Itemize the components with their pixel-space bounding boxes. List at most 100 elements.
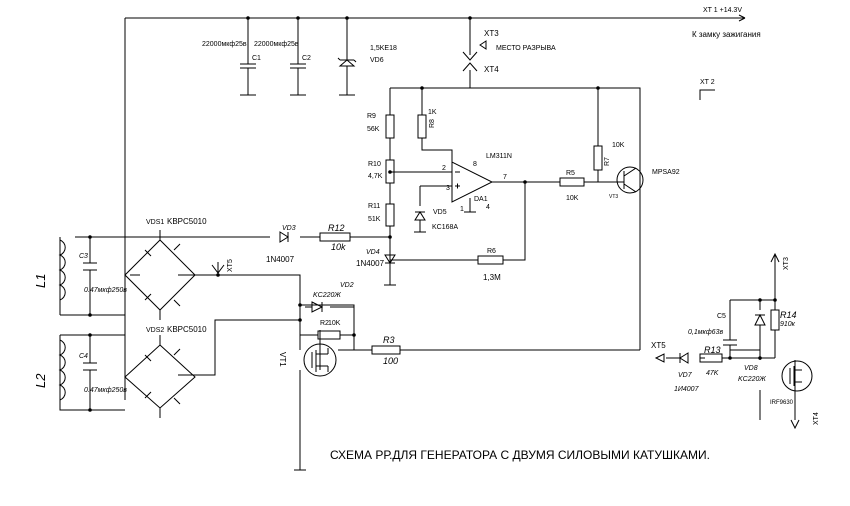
xt4-right-label: XT4 [813, 412, 820, 425]
capacitor-c1 [240, 63, 256, 69]
bridge-vds1 [124, 239, 196, 311]
c5-ref: C5 [717, 313, 726, 320]
junction-dots [88, 16, 777, 412]
resistor-r3 [371, 345, 401, 355]
pin1: 1 [460, 206, 464, 213]
r13-value: 47K [706, 370, 719, 377]
resistor-r11 [385, 203, 395, 227]
vd6-ref: VD6 [370, 57, 384, 64]
r10-value: 4,7K [368, 173, 383, 180]
l2-label: L2 [33, 373, 48, 388]
c4-value: 0.47мкф250в [84, 387, 127, 394]
xt3-right-label: XT3 [783, 257, 790, 270]
resistor-r8 [417, 114, 427, 139]
r2-ref: R2 [320, 320, 329, 327]
q-type: MPSA92 [652, 169, 680, 176]
vd4-ref: VD4 [366, 249, 380, 256]
vd8-type: KC220Ж [738, 376, 766, 383]
c3-ref: C3 [79, 253, 88, 260]
opamp-ref: DA1 [474, 196, 488, 203]
r10-ref: R10 [368, 161, 381, 168]
vt1-ref: VT1 [278, 352, 287, 367]
capacitor-c2 [290, 63, 306, 69]
xt4-label: XT4 [484, 65, 499, 74]
diagram-title: СХЕМА РР.ДЛЯ ГЕНЕРАТОРА С ДВУМЯ СИЛОВЫМИ… [330, 448, 710, 462]
r14-ref: R14 [780, 310, 797, 320]
capacitor-c3 [83, 262, 97, 271]
capacitor-c5 [723, 339, 737, 346]
r6-value: 1,3M [483, 273, 501, 282]
ignition-label: К замку зажигания [692, 30, 761, 39]
wires [59, 14, 796, 471]
pin4: 4 [486, 204, 490, 211]
r5-ref: R5 [566, 170, 575, 177]
zener-vd6 [337, 57, 357, 67]
vd7-ref: VD7 [678, 372, 693, 379]
xt3-label: XT3 [484, 29, 499, 38]
resistor-r9 [385, 114, 395, 139]
r3-value: 100 [383, 356, 398, 366]
vd4-type: 1N4007 [356, 259, 385, 268]
zener-vd5 [414, 211, 426, 221]
diode-vd4 [384, 254, 396, 264]
r11-ref: R11 [368, 203, 380, 210]
r9-value: 56K [367, 126, 380, 133]
c2-ref: C2 [302, 55, 311, 62]
resistor-r2 [317, 330, 341, 340]
r2-value: 10K [328, 320, 341, 327]
resistor-r12 [319, 232, 351, 242]
xt5-right-label: XT5 [651, 341, 666, 350]
pin8: 8 [473, 161, 477, 168]
r6-ref: R6 [487, 248, 496, 255]
vd5-ref: VD5 [433, 209, 447, 216]
mosfet-irf9630 [781, 360, 813, 392]
resistor-r13 [699, 353, 723, 363]
vds2-type: KBPC5010 [167, 325, 207, 334]
c4-ref: C4 [79, 353, 88, 360]
xt2-label: XT 2 [700, 79, 715, 86]
transistor-vt3 [616, 166, 644, 194]
c2-value: 22000мкф25в [254, 41, 299, 48]
labels: XT 1 +14.3V К замку зажигания XT3 МЕСТО … [33, 7, 820, 462]
resistor-r5 [559, 177, 585, 187]
r12-ref: R12 [328, 223, 345, 233]
c3-value: 0.47мкф250в [84, 287, 127, 294]
vd3-ref: VD3 [282, 225, 296, 232]
bridge-vds2 [124, 344, 196, 409]
r7-value: 10K [612, 142, 625, 149]
zener-vd8 [754, 313, 766, 326]
vds2-ref: VDS2 [146, 327, 164, 334]
pin7: 7 [503, 174, 507, 181]
r5-value: 10K [566, 195, 579, 202]
coil-l1 [58, 239, 66, 301]
r8-ref: R8 [429, 119, 436, 128]
vd6-type: 1,5KE18 [370, 45, 397, 52]
terminal-arrows [211, 40, 800, 430]
resistor-r7 [593, 145, 603, 171]
capacitor-c4 [83, 362, 97, 371]
fet2-type: IRF9630 [770, 400, 794, 406]
diode-vd7 [679, 352, 689, 364]
opamp-da1 [451, 161, 494, 203]
resistor-r14 [770, 309, 780, 331]
vd7-type: 1И4007 [674, 386, 700, 393]
l1-label: L1 [33, 274, 48, 288]
vd8-ref: VD8 [744, 365, 758, 372]
vds1-ref: VDS1 [146, 219, 164, 226]
pin3: 3 [446, 185, 450, 192]
r13-ref: R13 [704, 345, 721, 355]
r14-value: 910к [780, 321, 796, 328]
r11-value: 51K [368, 216, 381, 223]
vd5-type: KC168A [432, 224, 458, 231]
coil-l2 [58, 339, 66, 401]
c1-value: 22000мкф25в [202, 41, 247, 48]
diode-vd3 [279, 231, 289, 243]
opamp-type: LM311N [486, 153, 512, 160]
q-ref: VT3 [609, 194, 618, 200]
vd3-type: 1N4007 [266, 255, 295, 264]
vd2-ref: VD2 [340, 282, 354, 289]
resistor-r6 [477, 255, 504, 265]
r7-ref: R7 [604, 157, 611, 166]
c5-value: 0,1мкф63в [688, 329, 723, 336]
